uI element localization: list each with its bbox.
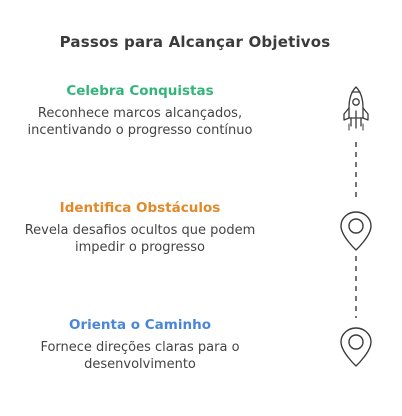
- map-pin-icon: [340, 327, 372, 367]
- page-title: Passos para Alcançar Objetivos: [59, 33, 331, 51]
- step-description: Revela desafios ocultos que podem impedi…: [24, 223, 256, 255]
- step-title: Orienta o Caminho: [69, 317, 211, 333]
- step-orienta-caminho: Orienta o Caminho Fornece direções clara…: [0, 317, 280, 373]
- step-description: Reconhece marcos alcançados, incentivand…: [27, 106, 253, 138]
- step-celebra-conquistas: Celebra Conquistas Reconhece marcos alca…: [0, 83, 280, 139]
- rocket-icon: [343, 86, 369, 131]
- step-identifica-obstaculos: Identifica Obstáculos Revela desafios oc…: [0, 200, 280, 256]
- map-pin-icon: [340, 211, 372, 251]
- step-title: Identifica Obstáculos: [59, 200, 221, 216]
- step-description: Fornece direções claras para o desenvolv…: [40, 340, 240, 372]
- step-title: Celebra Conquistas: [66, 83, 214, 99]
